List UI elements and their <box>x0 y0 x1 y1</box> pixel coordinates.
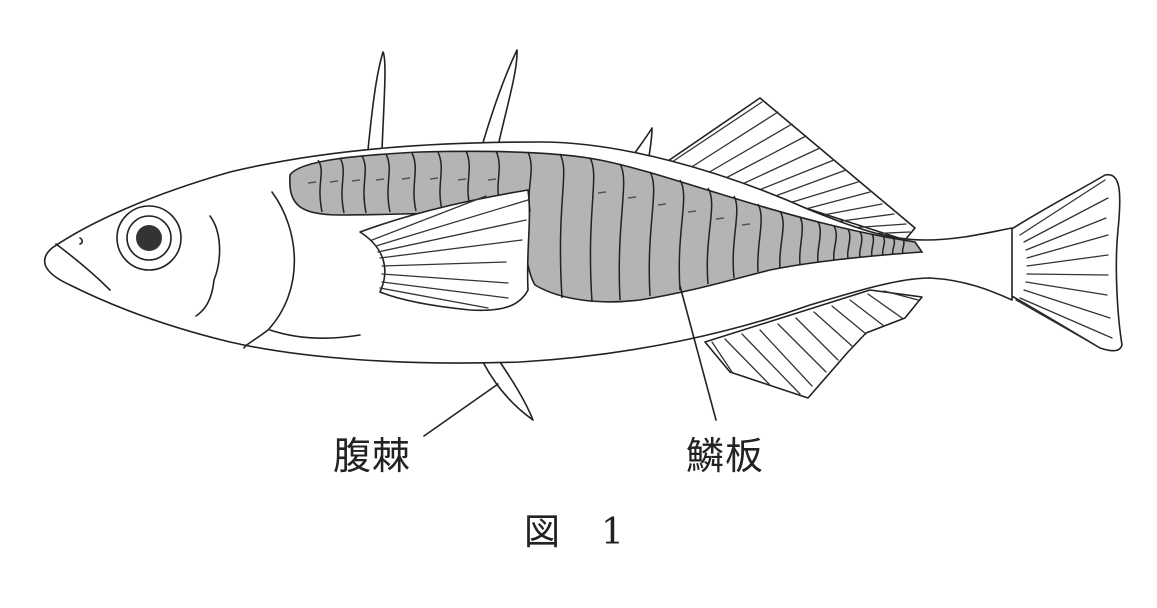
head <box>55 191 361 349</box>
soft-dorsal-fin <box>664 97 916 241</box>
caudal-fin <box>1009 173 1123 352</box>
eye-pupil <box>136 225 162 251</box>
pectoral-fin <box>359 189 531 312</box>
leader-lateral-plates <box>679 285 717 421</box>
label-pelvic-spine: 腹棘 <box>333 434 412 478</box>
caption-prefix: 図 <box>524 512 562 553</box>
leader-pelvic-spine <box>423 383 499 437</box>
label-lateral-plates: 鱗板 <box>686 434 765 478</box>
pelvic-spine <box>482 361 534 421</box>
caption-number: 1 <box>601 512 625 553</box>
anal-fin <box>704 289 923 399</box>
